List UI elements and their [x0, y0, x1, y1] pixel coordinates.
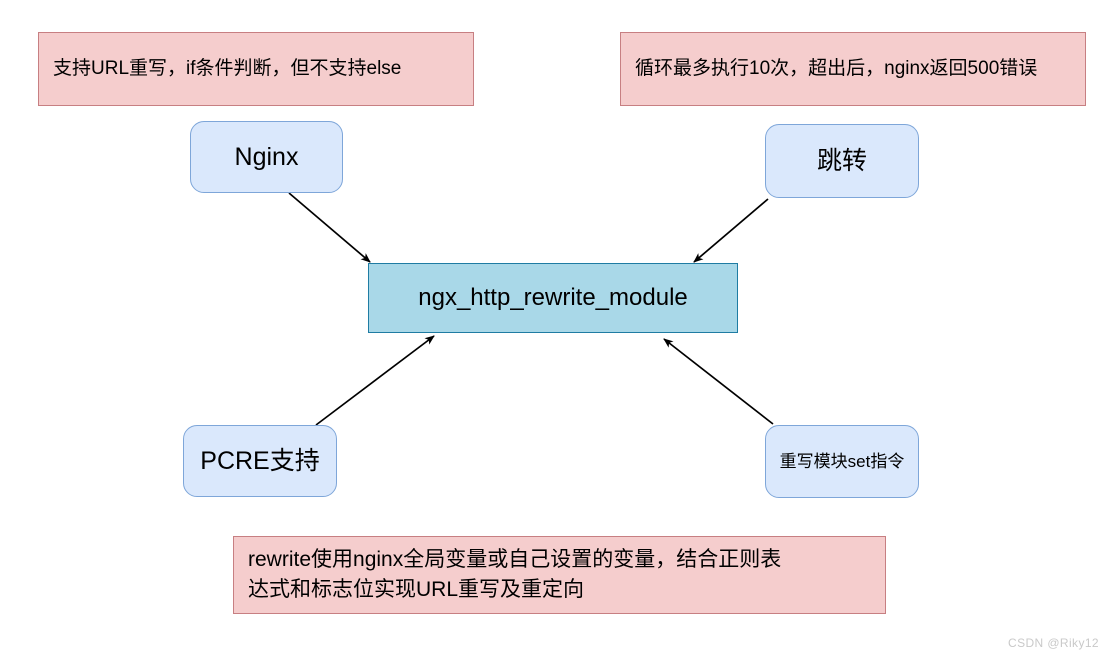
node-set-directive[interactable]: 重写模块set指令: [765, 425, 919, 498]
node-nginx-label: Nginx: [234, 143, 299, 171]
note-top-left-label: 支持URL重写，if条件判断，但不支持else: [53, 57, 402, 79]
node-core-label: ngx_http_rewrite_module: [418, 283, 688, 311]
node-jump[interactable]: 跳转: [765, 124, 919, 198]
note-top-right-label: 循环最多执行10次，超出后，nginx返回500错误: [635, 57, 1038, 79]
note-url-rewrite-if-condition: 支持URL重写，if条件判断，但不支持else: [38, 32, 474, 106]
node-set-directive-label: 重写模块set指令: [779, 451, 905, 471]
node-ngx-http-rewrite-module[interactable]: ngx_http_rewrite_module: [368, 263, 738, 333]
edge-pcre-to-core: [315, 335, 435, 426]
note-rewrite-variables-regex: rewrite使用nginx全局变量或自己设置的变量，结合正则表 达式和标志位实…: [233, 536, 886, 614]
edge-nginx-to-core: [288, 192, 371, 263]
edge-jump-to-core: [693, 198, 769, 263]
note-bottom-label: rewrite使用nginx全局变量或自己设置的变量，结合正则表 达式和标志位实…: [248, 548, 782, 601]
edge-set-directive-to-core: [663, 338, 774, 425]
note-loop-limit-500-error: 循环最多执行10次，超出后，nginx返回500错误: [620, 32, 1086, 106]
watermark: CSDN @Riky12: [1008, 636, 1099, 650]
node-pcre-label: PCRE支持: [200, 447, 320, 475]
node-pcre-support[interactable]: PCRE支持: [183, 425, 337, 497]
node-jump-label: 跳转: [816, 147, 867, 175]
node-nginx[interactable]: Nginx: [190, 121, 343, 193]
